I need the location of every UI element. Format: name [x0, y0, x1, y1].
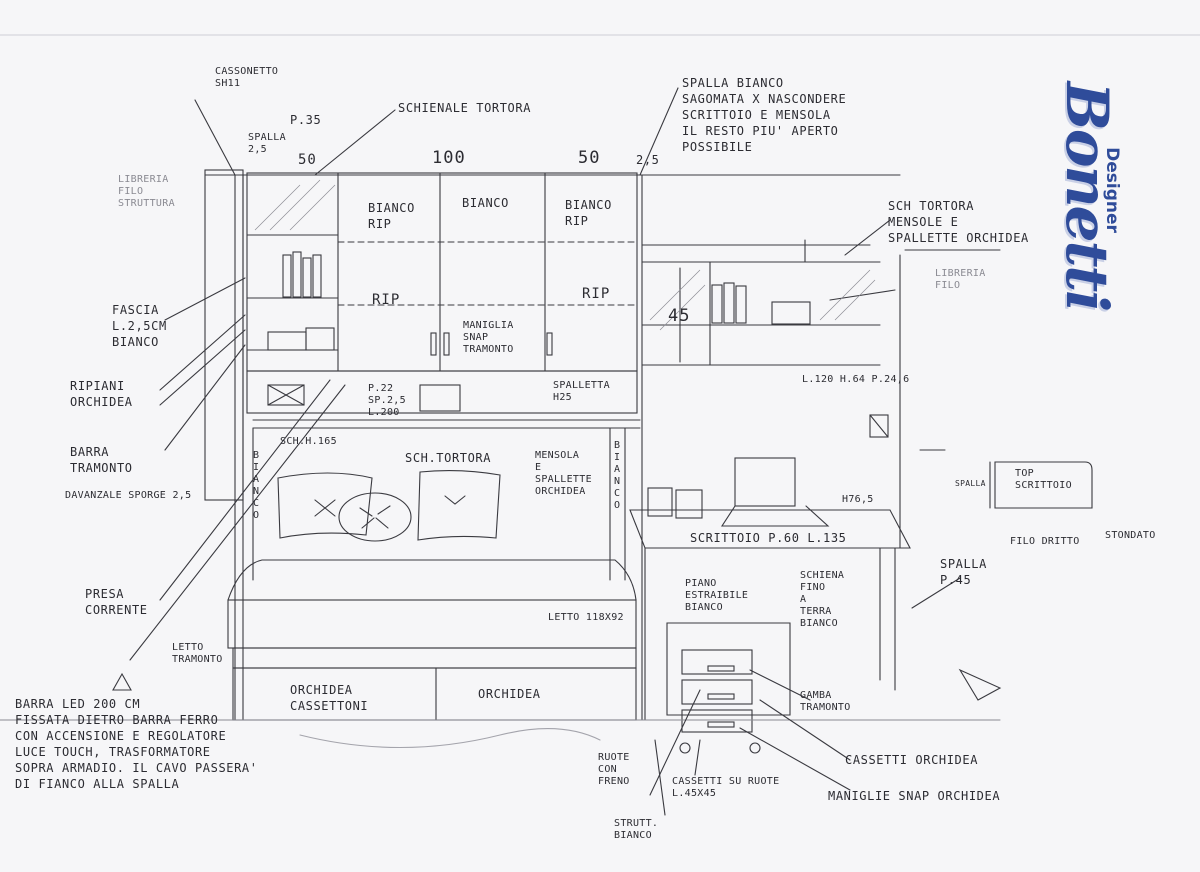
label-libreria-filo: LIBRERIA FILO STRUTTURA — [118, 174, 175, 209]
label-ruote-freno: RUOTE CON FRENO — [598, 752, 630, 787]
label-letto-size: LETTO 118X92 — [548, 612, 624, 623]
label-filo-dritto: FILO DRITTO — [1010, 536, 1080, 547]
label-schienale-tortora: SCHIENALE TORTORA — [398, 101, 532, 115]
label-orchidea-right: ORCHIDEA — [478, 687, 541, 701]
label-spalla-small: SPALLA — [955, 479, 986, 488]
label-width-50-right: 50 — [578, 148, 601, 168]
label-spalla-top: SPALLA 2,5 — [248, 132, 286, 155]
label-height-45: 45 — [668, 306, 691, 326]
label-bianco-vertical-right: B I A N C O — [614, 440, 621, 511]
label-spalla-p45: SPALLA P.45 — [940, 557, 987, 587]
logo-subtitle: Designer — [1102, 147, 1122, 233]
label-presa-corrente: PRESA CORRENTE — [85, 587, 148, 617]
label-maniglia-snap: MANIGLIA SNAP TRAMONTO — [463, 320, 514, 355]
label-cassetti-su-ruote: CASSETTI SU RUOTE L.45X45 — [672, 776, 780, 799]
label-spalletta-h25: SPALLETTA H25 — [553, 380, 610, 403]
label-maniglie-snap: MANIGLIE SNAP ORCHIDEA — [828, 789, 1001, 803]
label-ripiani-orchidea: RIPIANI ORCHIDEA — [70, 379, 133, 409]
label-width-100: 100 — [432, 148, 466, 168]
label-spalla-bianco-note: SPALLA BIANCO SAGOMATA X NASCONDERE SCRI… — [682, 76, 847, 154]
label-width-50-left: 50 — [298, 152, 317, 168]
label-davanzale: DAVANZALE SPORGE 2,5 — [65, 490, 192, 501]
label-barra-led-note: BARRA LED 200 cm FISSATA DIETRO BARRA FE… — [15, 697, 258, 791]
label-bianco-rip-3: BIANCO RIP — [565, 198, 612, 228]
label-letto-tramonto: LETTO TRAMONTO — [172, 642, 223, 665]
label-bianco-vertical-left: B I A N C O — [253, 450, 260, 521]
label-rip-right: RIP — [582, 286, 611, 302]
label-cassetti-orchidea: CASSETTI ORCHIDEA — [845, 753, 979, 767]
label-width-2-5: 2,5 — [636, 153, 660, 167]
label-barra-tramonto: BARRA TRAMONTO — [70, 445, 133, 475]
label-mensola-spallette: MENSOLA E SPALLETTE ORCHIDEA — [535, 450, 592, 497]
label-stondato: STONDATO — [1105, 530, 1156, 541]
label-p35: P.35 — [290, 113, 322, 127]
label-cassonetto: CASSONETTO SH11 — [215, 66, 279, 89]
label-scrittoio: SCRITTOIO P.60 L.135 — [690, 531, 847, 545]
label-schiena-fino: SCHIENA FINO A TERRA BIANCO — [800, 570, 845, 629]
label-h76-5: h76,5 — [842, 494, 874, 505]
label-rip-left: RIP — [372, 292, 401, 308]
label-c120: L.120 h.64 P.24,6 — [802, 374, 910, 385]
label-sch-tortora-mid: SCH.TORTORA — [405, 451, 492, 465]
label-libreria-right: LIBRERIA FILO — [935, 268, 986, 291]
label-top-scrittoio: TOP SCRITTOIO — [1015, 468, 1072, 491]
label-struttura-bianco: STRUTT. BIANCO — [614, 818, 659, 841]
label-sch-tortora-mensole: SCH TORTORA MENSOLE E SPALLETTE ORCHIDEA — [888, 199, 1029, 245]
label-gamba-tramonto: GAMBA TRAMONTO — [800, 690, 851, 713]
bonetti-logo: Bonetti Designer — [1038, 70, 1148, 320]
label-piano-estraibile: PIANO ESTRAIBILE BIANCO — [685, 578, 749, 613]
label-bianco-rip-1: BIANCO RIP — [368, 201, 415, 231]
label-p22: P.22 SP.2,5 L.200 — [368, 383, 406, 418]
label-fascia: FASCIA L.2,5cm BIANCO — [112, 303, 167, 349]
label-orchidea-cassettoni: ORCHIDEA CASSETTONI — [290, 683, 369, 713]
label-bianco-2: BIANCO — [462, 196, 509, 210]
label-sch-h165: SCH.h.165 — [280, 436, 337, 447]
